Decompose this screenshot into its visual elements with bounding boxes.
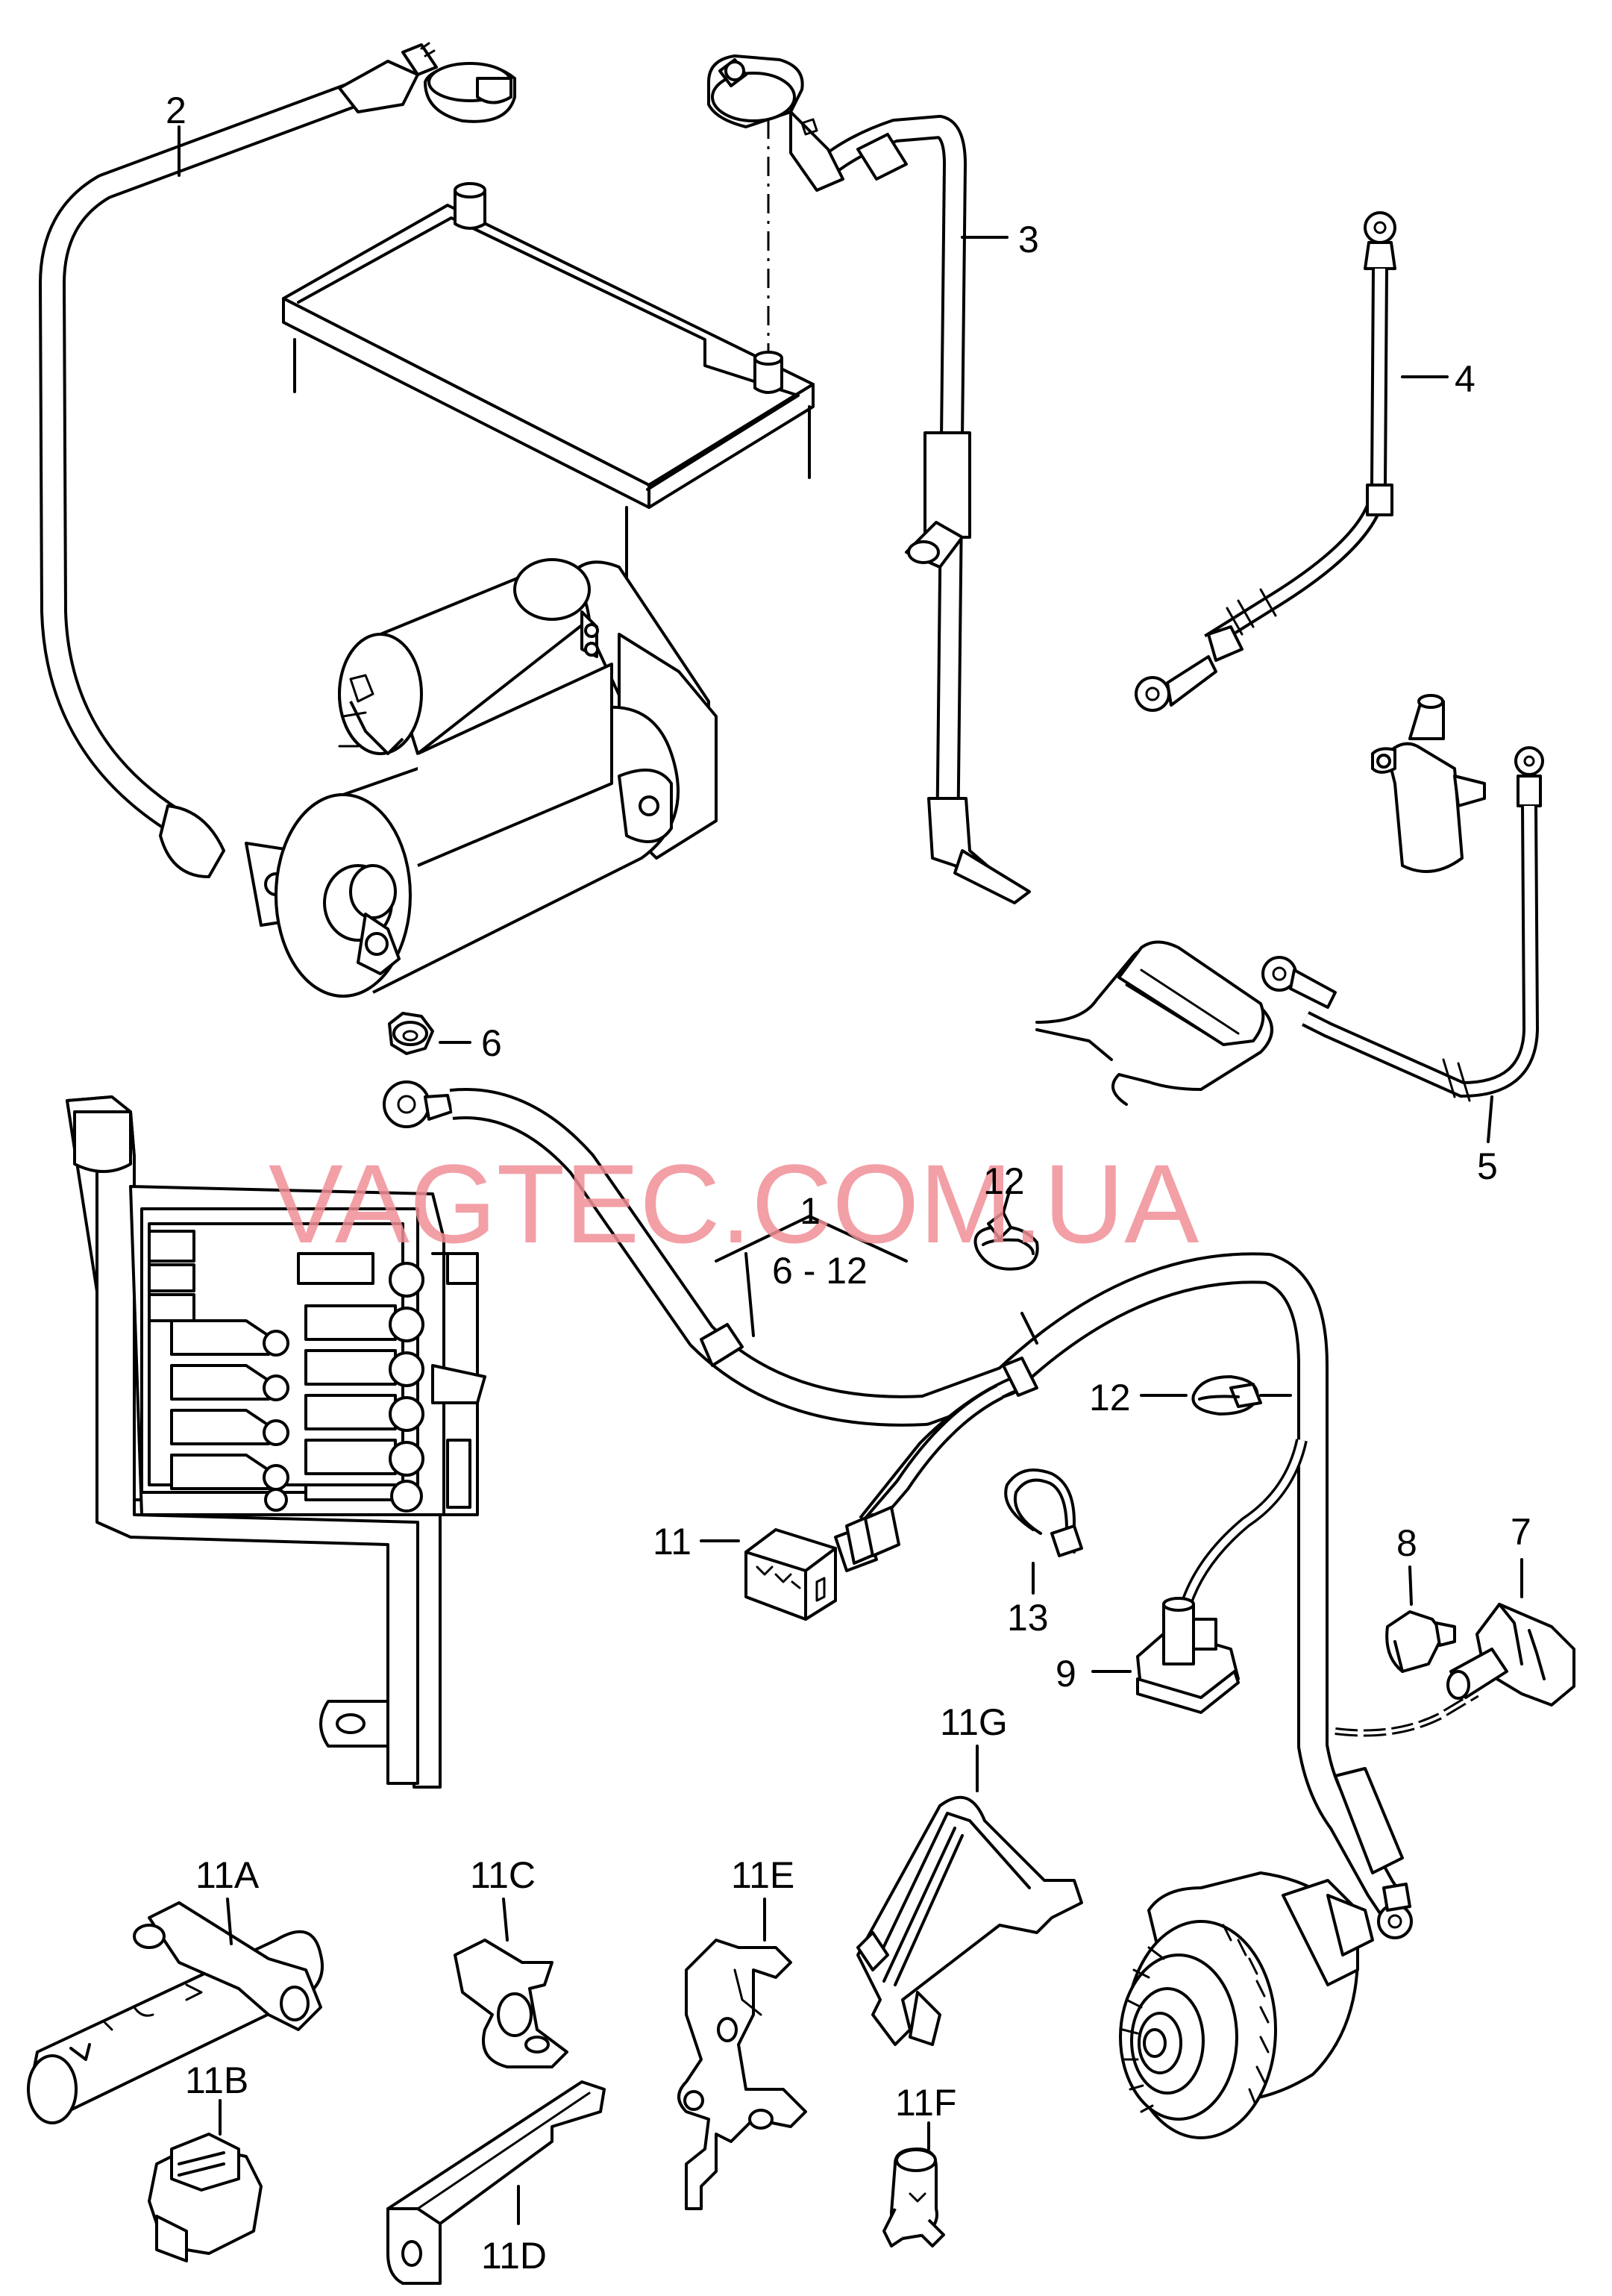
callout-12a: 12 — [983, 1160, 1025, 1202]
nut-6 — [388, 1012, 471, 1055]
bracket-11C — [454, 1898, 568, 2068]
fuse-rows — [170, 1304, 397, 1512]
callout-8: 8 — [1396, 1522, 1417, 1564]
bracket-11A — [27, 1898, 324, 2124]
callout-4: 4 — [1455, 358, 1475, 400]
ground-strap-5 — [1035, 694, 1544, 1106]
callout-2: 2 — [166, 90, 186, 131]
fuse-relay-panel — [66, 1095, 486, 1789]
part-7 — [1446, 1558, 1575, 1707]
callout-labels: 2 3 4 5 6 1 6 - 12 12 12 11 13 9 8 7 11A… — [166, 90, 1531, 2277]
bracket-11D — [386, 2080, 606, 2285]
cable-tie-13 — [1004, 1468, 1083, 1595]
leader-lines — [178, 125, 1493, 1337]
bracket-11B — [148, 2099, 263, 2262]
callout-13: 13 — [1007, 1597, 1049, 1639]
sensor-9 — [1091, 1597, 1240, 1714]
cable-tie-12a — [973, 1185, 1039, 1345]
ground-strap-4 — [1135, 211, 1396, 712]
callout-5: 5 — [1477, 1145, 1498, 1187]
bracket-11G — [856, 1745, 1083, 2046]
callout-1: 1 — [800, 1190, 821, 1232]
callout-11C: 11C — [470, 1854, 536, 1896]
callout-12b: 12 — [1089, 1377, 1131, 1418]
battery-negative-cable — [707, 54, 1031, 904]
callout-9: 9 — [1056, 1653, 1076, 1695]
callout-11G: 11G — [940, 1701, 1008, 1743]
terminal-stack — [389, 1252, 486, 1516]
watermark: VAGTEC.COM.UA — [269, 1141, 1199, 1266]
main-wiring-harness — [383, 1080, 1479, 1939]
callout-11B: 11B — [185, 2059, 248, 2101]
callout-3: 3 — [1018, 219, 1039, 260]
connector-11 — [700, 1506, 900, 1621]
battery-positive-cable — [39, 42, 516, 927]
callout-7: 7 — [1511, 1511, 1531, 1553]
starter-motor — [275, 558, 718, 998]
battery — [282, 119, 815, 584]
bracket-11E — [677, 1898, 807, 2210]
callout-6-12: 6 - 12 — [772, 1250, 868, 1292]
callout-6: 6 — [481, 1022, 502, 1064]
part-8 — [1385, 1565, 1456, 1673]
callout-11D: 11D — [481, 2235, 547, 2277]
callout-11E: 11E — [731, 1854, 794, 1896]
bracket-11F — [882, 2121, 945, 2247]
alternator — [1119, 1871, 1374, 2139]
callout-11F: 11F — [895, 2082, 956, 2124]
callout-11: 11 — [653, 1521, 691, 1563]
cable-tie-12b — [1140, 1375, 1292, 1416]
callout-11A: 11A — [195, 1854, 260, 1896]
